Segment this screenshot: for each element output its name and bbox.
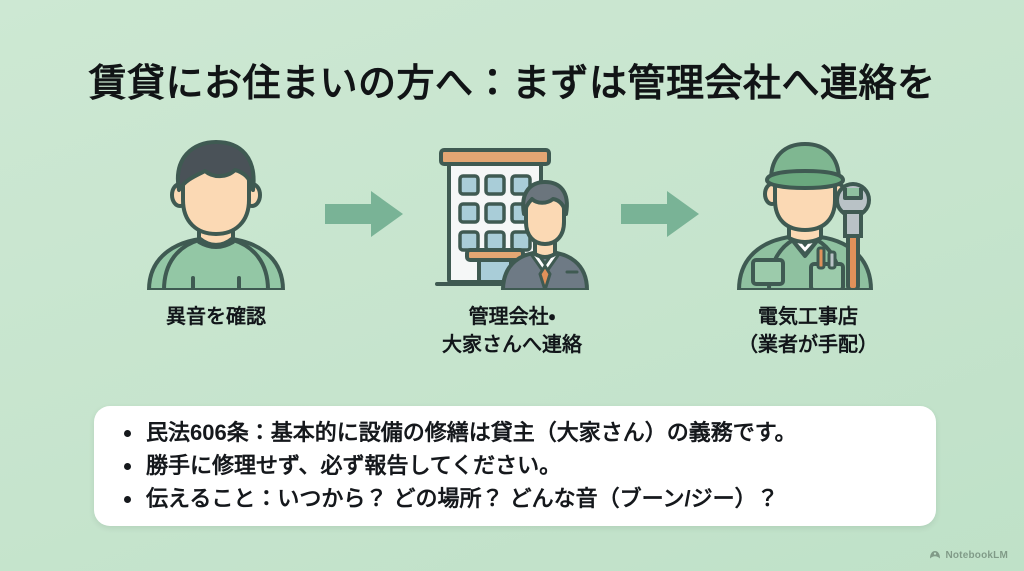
electrician-worker-icon — [723, 138, 893, 290]
watermark: NotebookLM — [929, 549, 1008, 561]
flow-step-confirm-noise: 異音を確認 — [116, 138, 316, 332]
flow-step-caption: 電気工事店 （業者が手配） — [738, 304, 878, 359]
office-building-manager-icon — [427, 138, 597, 290]
notes-card: 民法606条：基本的に設備の修繕は貸主（大家さん）の義務です。 勝手に修理せず、… — [94, 406, 936, 526]
right-arrow-icon — [612, 138, 708, 290]
right-arrow-icon — [316, 138, 412, 290]
process-flow: 異音を確認 — [0, 138, 1024, 383]
resident-person-icon — [131, 138, 301, 290]
flow-step-electrician-dispatch: 電気工事店 （業者が手配） — [708, 138, 908, 359]
caption-line-1: 異音を確認 — [166, 306, 266, 328]
caption-line-2: 大家さんへ連絡 — [442, 333, 582, 356]
flow-step-contact-management: 管理会社・ 大家さんへ連絡 — [412, 138, 612, 359]
flow-step-caption: 異音を確認 — [166, 304, 266, 332]
caption-line-2: （業者が手配） — [738, 333, 878, 356]
notes-bullet-list: 民法606条：基本的に設備の修繕は貸主（大家さん）の義務です。 勝手に修理せず、… — [94, 416, 936, 515]
watermark-label: NotebookLM — [945, 549, 1008, 561]
list-item: 民法606条：基本的に設備の修繕は貸主（大家さん）の義務です。 — [120, 416, 936, 449]
caption-line-1: 電気工事店 — [758, 306, 858, 328]
list-item: 勝手に修理せず、必ず報告してください。 — [120, 449, 936, 482]
page-title: 賃貸にお住まいの方へ：まずは管理会社へ連絡を — [88, 63, 936, 105]
flow-step-caption: 管理会社・ 大家さんへ連絡 — [442, 304, 582, 359]
list-item: 伝えること：いつから？ どの場所？ どんな音（ブーン/ジー）？ — [120, 482, 936, 515]
notebooklm-logo-icon — [929, 549, 941, 561]
caption-line-1: 管理会社・ — [468, 306, 556, 328]
